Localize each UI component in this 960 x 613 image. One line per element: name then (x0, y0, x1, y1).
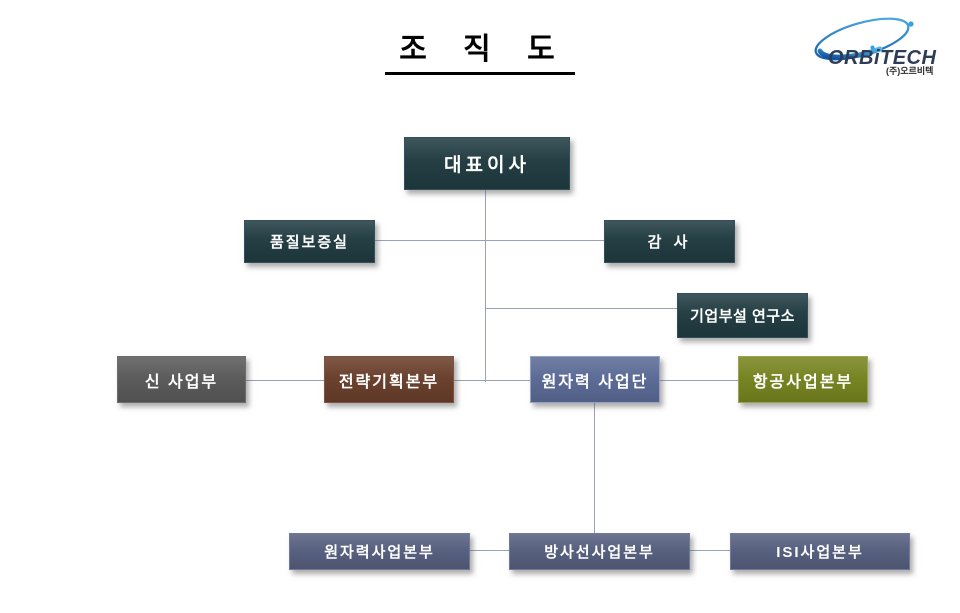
logo-caption-text: (주)오르비텍 (886, 65, 933, 76)
connector-research (485, 308, 677, 309)
org-box-aviation: 항공사업본부 (738, 356, 868, 403)
orbit-swoosh-icon (814, 17, 914, 61)
page-title-text: 조 직 도 (385, 24, 575, 75)
org-box-radhq-label: 방사선사업본부 (544, 544, 655, 561)
org-box-nuclear-hq: 원자력사업본부 (289, 533, 470, 570)
org-box-ceo: 대표이사 (404, 137, 570, 190)
page-title: 조 직 도 (0, 24, 960, 75)
org-box-aviation-label: 항공사업본부 (752, 373, 854, 391)
org-box-isi-hq: ISI사업본부 (730, 533, 910, 570)
org-box-audit: 감 사 (604, 220, 735, 263)
connector-middle-row (244, 380, 738, 381)
org-box-strategic-planning: 전략기획본부 (324, 356, 454, 403)
org-box-new-business: 신 사업부 (117, 356, 246, 403)
org-box-research-institute: 기업부설 연구소 (677, 293, 808, 338)
org-box-qa-label: 품질보증실 (269, 234, 349, 251)
org-box-audit-label: 감 사 (647, 234, 692, 251)
org-box-quality-assurance: 품질보증실 (244, 220, 375, 263)
connector-nuclear-vertical (594, 400, 595, 534)
org-box-nuchq-label: 원자력사업본부 (324, 544, 435, 561)
org-box-radiation-hq: 방사선사업본부 (509, 533, 690, 570)
org-box-ceo-label: 대표이사 (444, 155, 530, 176)
org-box-nuclear-group: 원자력 사업단 (530, 356, 660, 403)
logo-brand-text: ORBiTECH (828, 47, 937, 69)
org-box-strategy-label: 전략기획본부 (338, 373, 440, 391)
org-box-nucgrp-label: 원자력 사업단 (541, 373, 649, 391)
connector-ceo-vertical (485, 188, 486, 382)
org-box-newbiz-label: 신 사업부 (144, 373, 219, 391)
orbitech-logo: ORBiTECH (주)오르비텍 (814, 17, 937, 76)
org-box-research-label: 기업부설 연구소 (690, 308, 795, 325)
connector-qa-audit (373, 240, 604, 241)
org-box-isihq-label: ISI사업본부 (776, 544, 864, 561)
